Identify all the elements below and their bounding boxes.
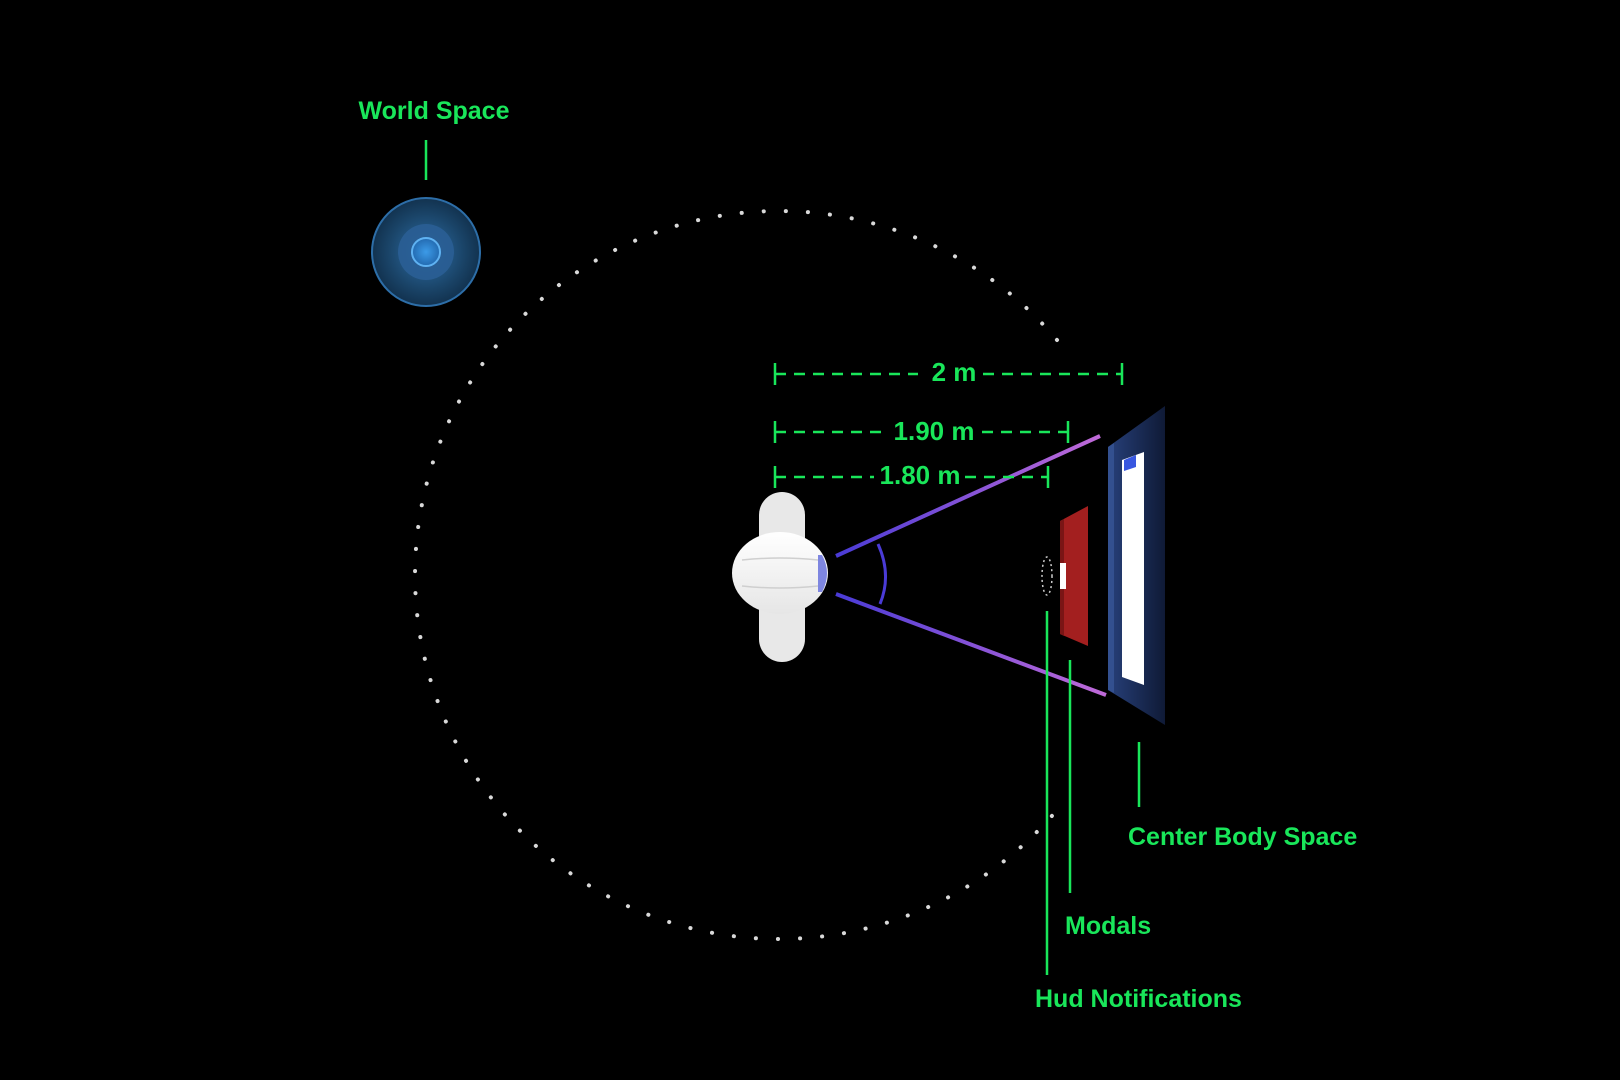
distance-center-body: 2 m bbox=[932, 357, 977, 387]
world-space-orbit bbox=[413, 209, 1059, 941]
hud-notification-icon bbox=[1041, 556, 1053, 596]
hud-notifications-label: Hud Notifications bbox=[1035, 985, 1242, 1013]
center-body-space-label: Center Body Space bbox=[1128, 823, 1357, 851]
world-space-label: World Space bbox=[359, 97, 510, 125]
distance-modals: 1.90 m bbox=[894, 416, 975, 446]
center-body-panel-icon bbox=[1108, 406, 1165, 725]
head-top-view-icon bbox=[732, 492, 828, 662]
field-of-view bbox=[835, 434, 1107, 697]
modals-label: Modals bbox=[1065, 912, 1151, 940]
distance-hud: 1.80 m bbox=[880, 460, 961, 490]
dimension-lines bbox=[773, 363, 1124, 488]
modal-panel-icon bbox=[1060, 506, 1088, 646]
world-space-globe-icon bbox=[371, 197, 481, 307]
